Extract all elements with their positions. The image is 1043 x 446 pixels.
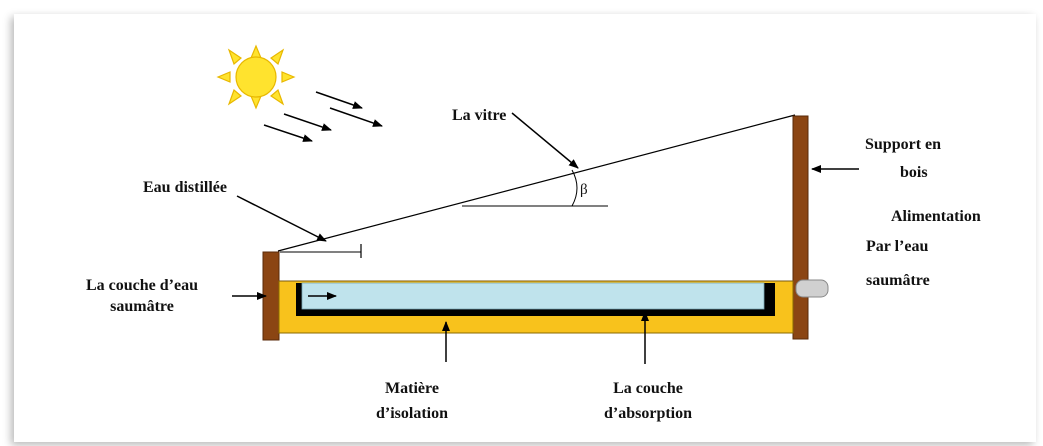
angle-arc xyxy=(571,169,578,207)
ray-arrow xyxy=(329,107,383,127)
sun-icon xyxy=(216,44,296,110)
glass-cover xyxy=(277,114,796,252)
inlet-pipe xyxy=(795,279,829,298)
label-support-line1: Support en xyxy=(865,136,941,153)
angle-label: β xyxy=(580,182,588,198)
ray-arrow xyxy=(283,113,332,131)
label-alimentation-line1: Alimentation xyxy=(891,208,981,225)
sun-rays xyxy=(263,91,383,142)
label-couche-eau-line2: saumâtre xyxy=(110,298,174,315)
diagram-frame xyxy=(14,14,1036,442)
arrow-vitre xyxy=(511,112,579,169)
label-absorption-line1: La couche xyxy=(613,380,683,397)
right-wood-support xyxy=(792,115,809,340)
brackish-water-layer xyxy=(301,282,765,310)
label-eau-distillee: Eau distillée xyxy=(143,179,227,196)
label-absorption-line2: d’absorption xyxy=(604,405,692,422)
label-alimentation-line3: saumâtre xyxy=(866,272,930,289)
label-alimentation-line2: Par l’eau xyxy=(866,238,928,255)
label-isolation-line1: Matière xyxy=(385,380,439,397)
ray-arrow xyxy=(315,91,363,109)
label-isolation-line2: d’isolation xyxy=(376,405,448,422)
label-couche-eau-line1: La couche d’eau xyxy=(86,277,198,294)
arrow-eau-distillee xyxy=(236,195,327,242)
label-vitre: La vitre xyxy=(452,107,506,124)
ray-arrow xyxy=(263,124,313,142)
label-support-line2: bois xyxy=(900,164,928,181)
